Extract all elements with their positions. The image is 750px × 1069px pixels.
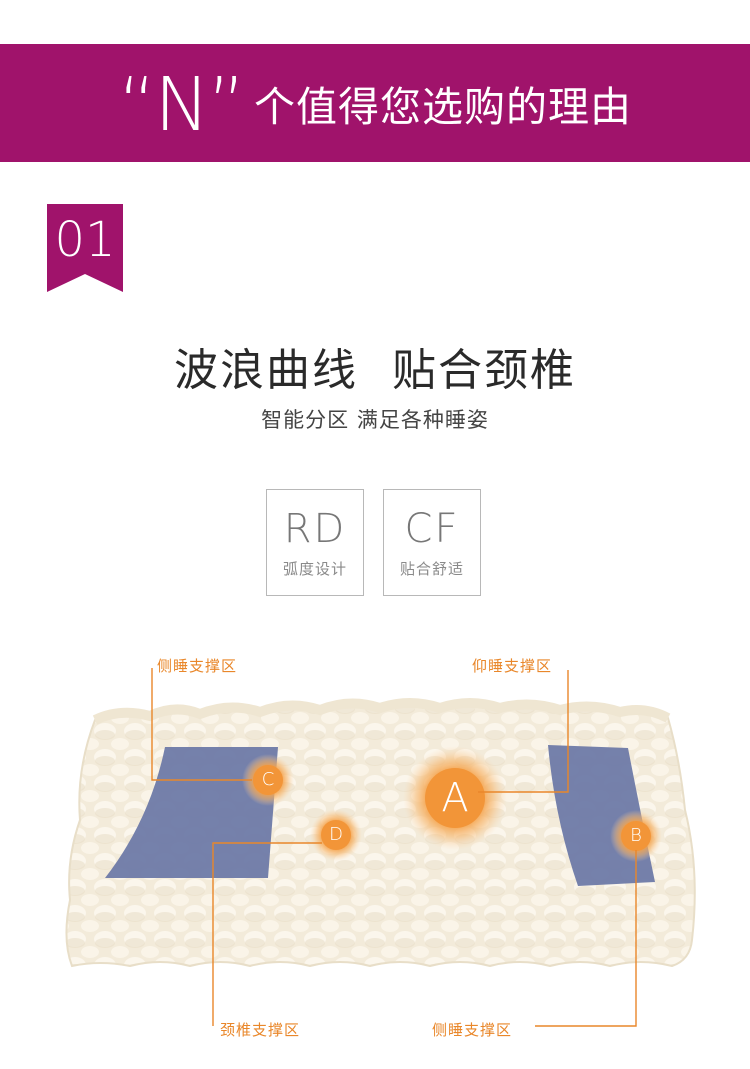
marker-a: A xyxy=(441,775,469,821)
section-number: 01 xyxy=(54,212,116,268)
zone-label-side-sleep-bottom: 侧睡支撑区 xyxy=(432,1021,513,1039)
header-banner: “N” 个值得您选购的理由 xyxy=(0,44,750,162)
ribbon-tag-icon xyxy=(47,204,123,292)
section-title: 波浪曲线 贴合颈椎 xyxy=(174,345,576,396)
banner-title: 个值得您选购的理由 xyxy=(254,83,633,131)
feature-abbr: CF xyxy=(404,506,460,552)
latex-pillow-image xyxy=(65,668,696,1027)
pillow-illustration: A C D B xyxy=(0,640,750,1040)
zone-label-side-sleep-top: 侧睡支撑区 xyxy=(157,657,238,675)
feature-abbr: RD xyxy=(283,506,347,552)
marker-b: B xyxy=(630,825,642,846)
feature-label: 贴合舒适 xyxy=(399,560,464,578)
marker-c: C xyxy=(261,769,275,790)
zone-label-neck: 颈椎支撑区 xyxy=(220,1021,301,1039)
feature-label: 弧度设计 xyxy=(282,560,347,578)
section-subtitle: 智能分区 满足各种睡姿 xyxy=(261,408,489,432)
zone-label-back-sleep: 仰睡支撑区 xyxy=(472,657,553,675)
banner-quote-n: “N” xyxy=(117,62,246,148)
feature-box-rd: RD 弧度设计 xyxy=(266,489,364,596)
marker-d: D xyxy=(329,824,343,845)
section-number-tag: 01 xyxy=(47,204,123,292)
feature-box-cf: CF 贴合舒适 xyxy=(383,489,481,596)
